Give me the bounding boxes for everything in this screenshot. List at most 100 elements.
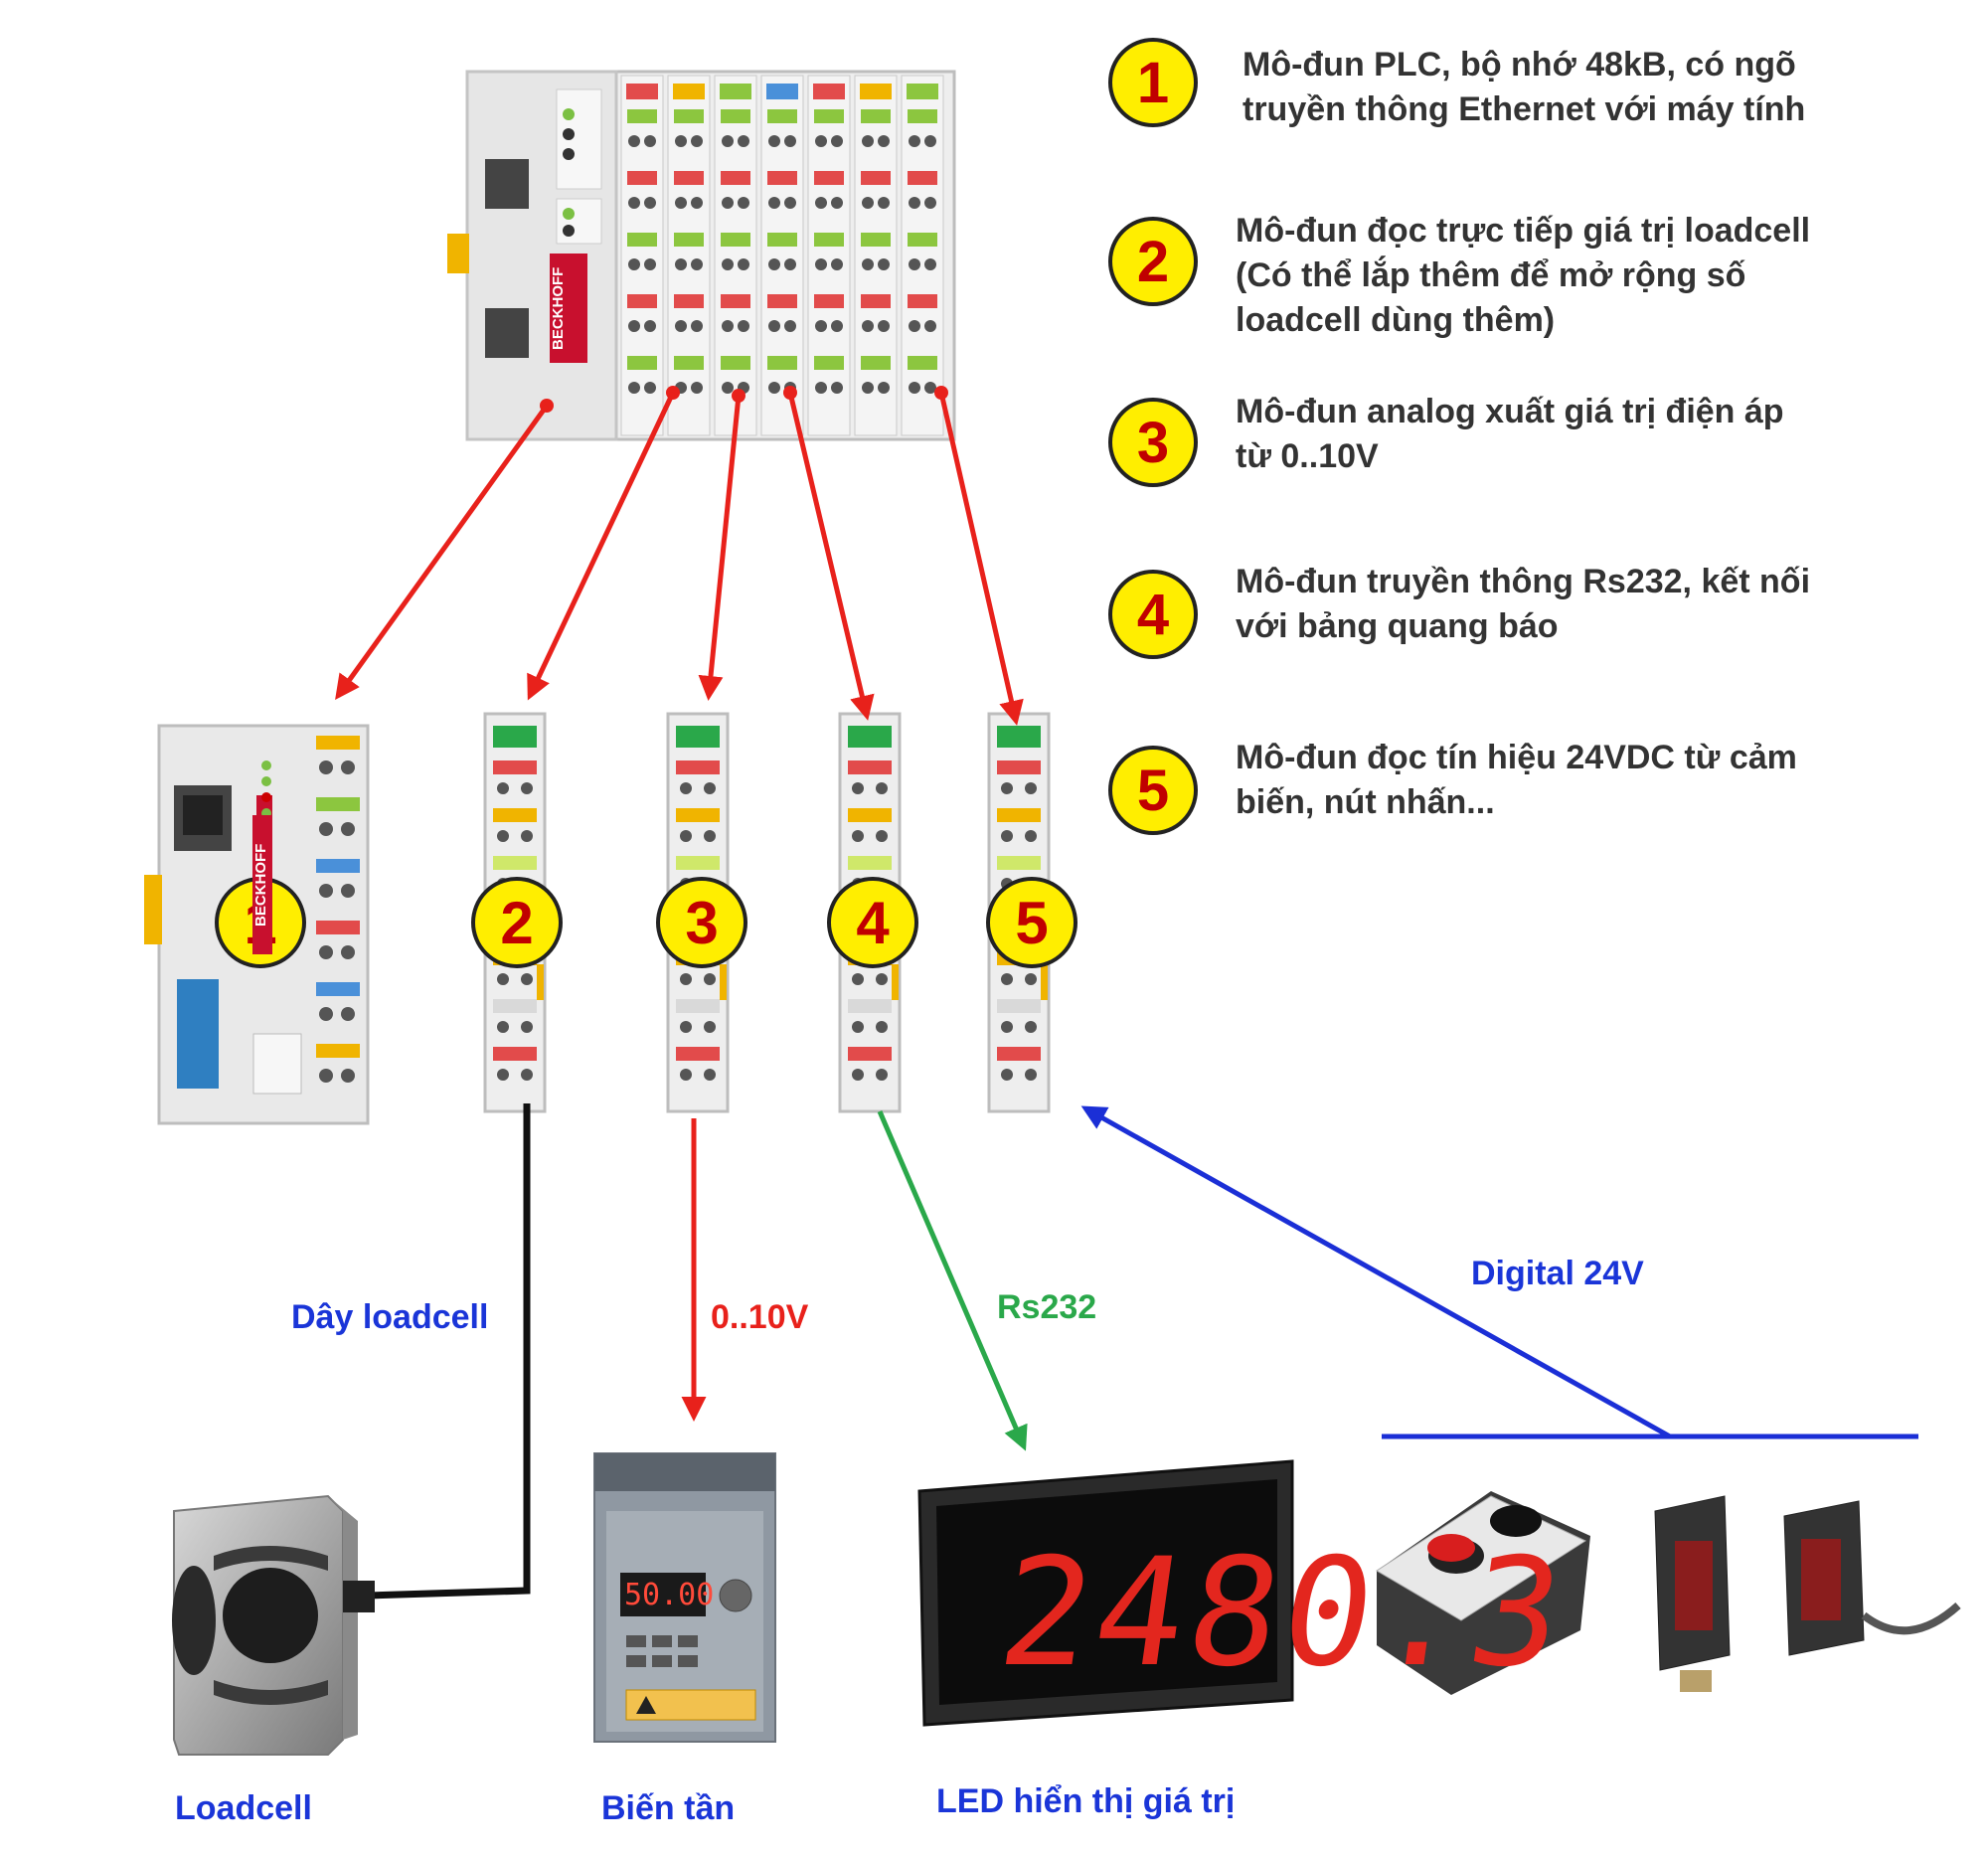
module-4-screw <box>852 1069 864 1081</box>
rack-terminal-screw <box>862 135 874 147</box>
rack-terminal-slot <box>674 109 704 123</box>
rack-terminal-slot <box>767 233 797 247</box>
legend-badge-1: 1 <box>1108 38 1198 127</box>
module-4-screw <box>876 830 888 842</box>
rack-terminal-screw <box>831 135 843 147</box>
module1-terminal-screw <box>319 945 333 959</box>
module-2-screw <box>497 782 509 794</box>
module-3-screw <box>680 1021 692 1033</box>
rack-terminal-screw <box>878 135 890 147</box>
led-display-device <box>917 1459 1294 1727</box>
legend-text-4: Mô-đun truyền thông Rs232, kết nối với b… <box>1236 563 1811 645</box>
module-2-slot <box>493 760 537 774</box>
rack-terminal-screw <box>862 258 874 270</box>
module-2-header <box>493 726 537 748</box>
rack-terminal-screw <box>784 197 796 209</box>
module-4-latch <box>892 964 899 1000</box>
rack-terminal-screw <box>784 320 796 332</box>
module-4-slot <box>848 999 892 1013</box>
digital-24v-wire <box>1080 1105 1918 1439</box>
module1-terminal-screw <box>341 1069 355 1083</box>
inverter-reading: 50.00 <box>624 1578 715 1612</box>
legend-item-1: 1 Mô-đun PLC, bộ nhớ 48kB, có ngõ truyền… <box>1108 38 1859 132</box>
legend-item-2: 2 Mô-đun đọc trực tiếp giá trị loadcell … <box>1108 212 1852 343</box>
module-3-slot <box>676 999 720 1013</box>
rack-terminal-slot <box>674 171 704 185</box>
rack-terminal <box>901 75 944 436</box>
module-3-screw <box>680 973 692 985</box>
module-5-screw <box>1001 830 1013 842</box>
module-3-screw <box>680 782 692 794</box>
rack-terminal-screw <box>815 258 827 270</box>
rack-terminal-slot <box>814 294 844 308</box>
module-4-screw <box>852 830 864 842</box>
module-4-screw <box>852 782 864 794</box>
module1-terminal-screw <box>319 822 333 836</box>
rack-terminal-screw <box>691 382 703 394</box>
loadcell-wire <box>367 1103 531 1600</box>
rack-terminal-label <box>720 84 751 99</box>
rack-terminal-slot <box>721 356 750 370</box>
module-3-screw <box>680 1069 692 1081</box>
module-3-latch <box>720 964 727 1000</box>
rack-terminal-screw <box>924 197 936 209</box>
rack-terminal-slot <box>861 356 891 370</box>
rack-terminal-screw <box>691 258 703 270</box>
module-5-screw <box>1001 1069 1013 1081</box>
rack-terminal-screw <box>878 320 890 332</box>
rack-terminal <box>760 75 804 436</box>
rack-terminal-screw <box>909 197 920 209</box>
rack-terminal-screw <box>738 197 749 209</box>
module-5-screw <box>1025 1069 1037 1081</box>
legend-text-5: Mô-đun đọc tín hiệu 24VDC từ cảm biến, n… <box>1236 739 1797 821</box>
rack-terminal-screw <box>644 258 656 270</box>
rack-terminal-screw <box>768 382 780 394</box>
module-4-slot <box>848 760 892 774</box>
rack-terminal-slot <box>674 233 704 247</box>
rack-terminal-slot <box>627 294 657 308</box>
module1-terminal-screw <box>341 1007 355 1021</box>
module-5-slot <box>997 999 1041 1013</box>
rack-terminal-slot <box>767 294 797 308</box>
label-analog: 0..10V <box>711 1298 809 1336</box>
rack-terminal-screw <box>628 382 640 394</box>
rack-terminal-screw <box>768 320 780 332</box>
rack-terminal-screw <box>738 320 749 332</box>
rack-terminal-slot <box>767 109 797 123</box>
module-5-slot <box>997 808 1041 822</box>
rack-terminal-screw <box>722 320 734 332</box>
rack-terminal-screw <box>644 382 656 394</box>
module-3-screw <box>704 973 716 985</box>
module-3-screw <box>704 782 716 794</box>
rack-terminal-screw <box>644 135 656 147</box>
rack-terminal-slot <box>908 171 937 185</box>
module1-terminal-screw <box>341 945 355 959</box>
module-3-header <box>676 726 720 748</box>
legend-badge-5: 5 <box>1108 746 1198 835</box>
module1-terminal-screw <box>319 1069 333 1083</box>
rack-terminal-slot <box>908 233 937 247</box>
module-5-screw <box>1001 1021 1013 1033</box>
module1-terminal-screw <box>341 822 355 836</box>
rack-terminal-screw <box>831 320 843 332</box>
module-2-screw <box>497 973 509 985</box>
rack-terminal-slot <box>861 171 891 185</box>
module-2-slot <box>493 1047 537 1061</box>
module-2-screw <box>497 830 509 842</box>
module-3-slot <box>676 808 720 822</box>
module1-terminal-screw <box>319 760 333 774</box>
rack-terminal-screw <box>722 258 734 270</box>
rack-terminal-screw <box>862 382 874 394</box>
rack-terminal-slot <box>627 356 657 370</box>
rack-terminal-label <box>673 84 705 99</box>
rack-terminal-screw <box>784 258 796 270</box>
brand-logo-module: BECKHOFF <box>252 815 272 954</box>
rack-terminal-slot <box>908 109 937 123</box>
rack-terminal-screw <box>862 320 874 332</box>
label-loadcell: Loadcell <box>175 1789 312 1827</box>
module-badge-2: 2 <box>471 877 563 968</box>
module-3-screw <box>704 830 716 842</box>
module-4-screw <box>876 1069 888 1081</box>
module1-terminal-screw <box>341 884 355 898</box>
rack-terminal-slot <box>721 294 750 308</box>
